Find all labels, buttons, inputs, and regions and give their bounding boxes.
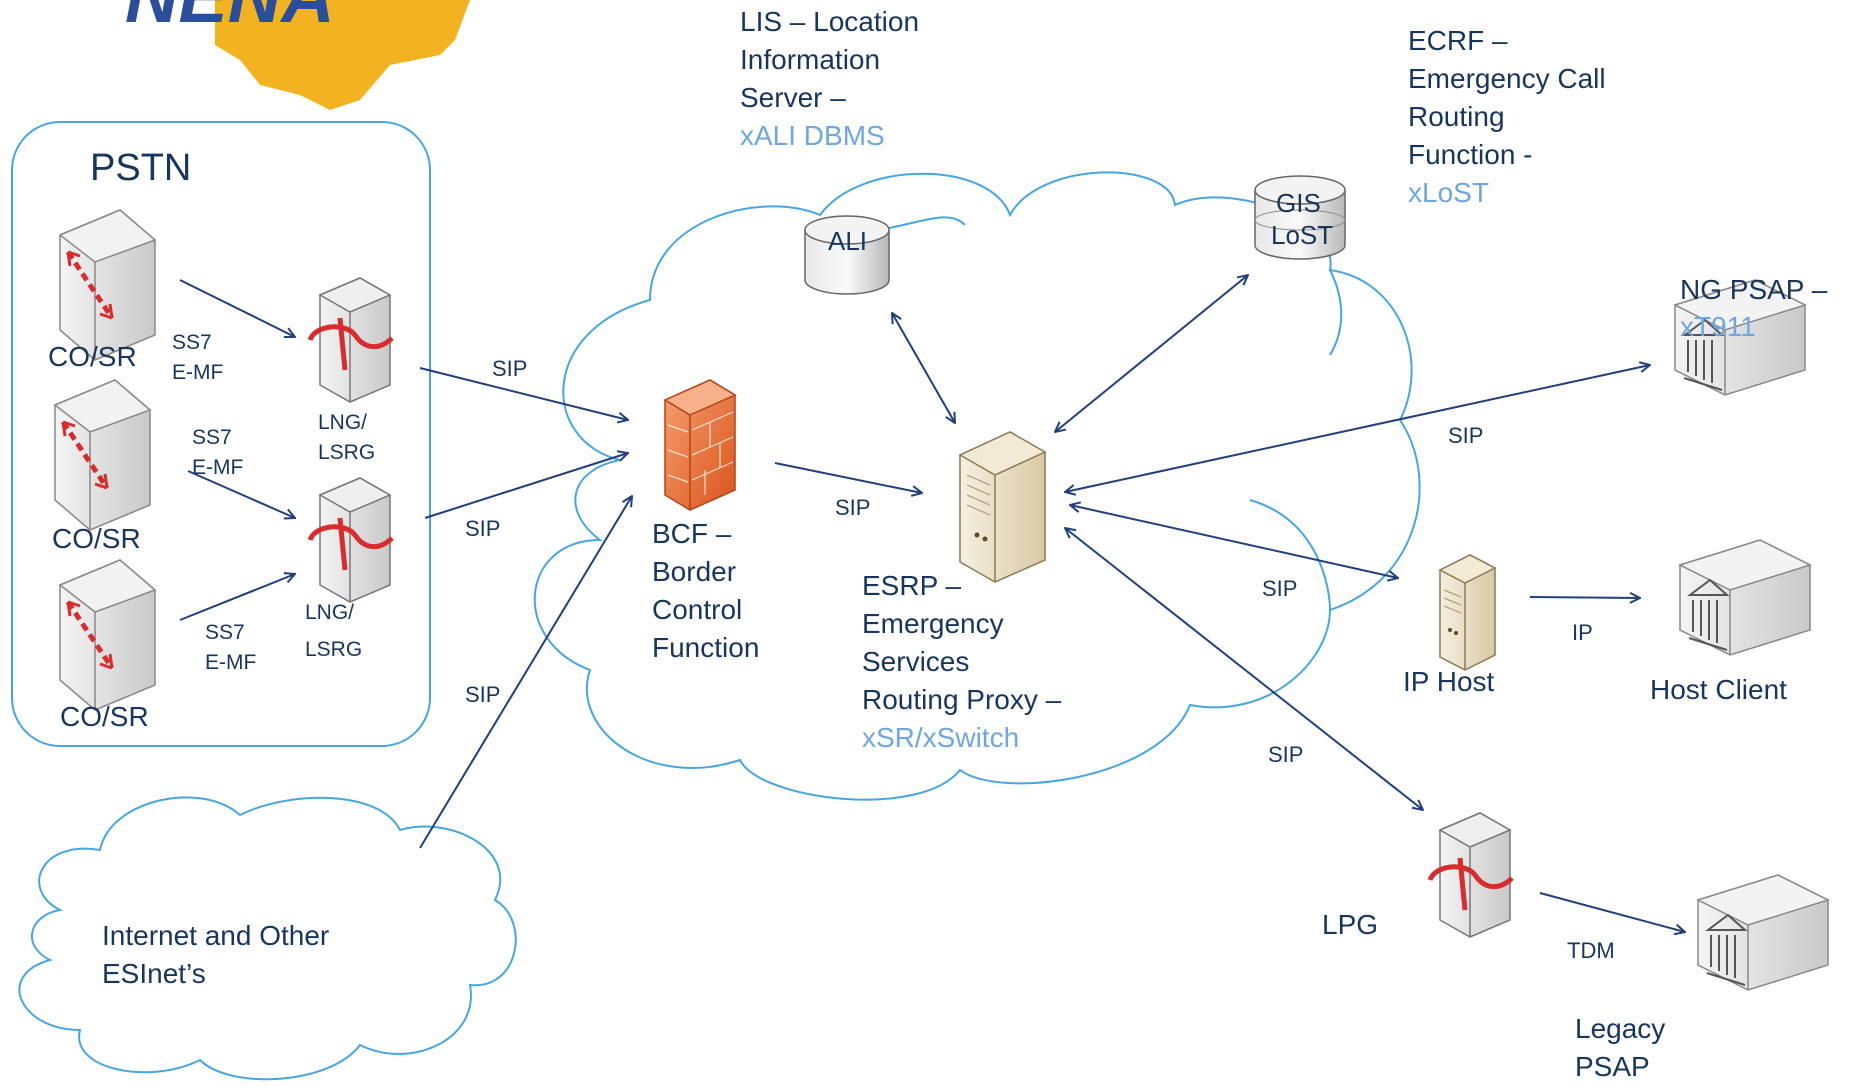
tdm-label: TDM: [1567, 938, 1615, 963]
lng-label-2b: LSRG: [305, 638, 363, 661]
signaling-label-3a: SS7: [205, 621, 245, 644]
esrp-line-5: xSR/xSwitch: [862, 722, 1020, 753]
co-sr-switch-icon: [58, 559, 157, 711]
sip-label-lpg: SIP: [1268, 742, 1304, 767]
sip-label-ngpsap: SIP: [1448, 423, 1484, 448]
signaling-label-1a: SS7: [172, 331, 212, 354]
co-sr-switch-icon: [53, 379, 152, 531]
esrp-line-3: Services: [862, 646, 970, 677]
co-sr-label-2: CO/SR: [52, 523, 141, 554]
gis-db-label: GIS: [1276, 188, 1321, 218]
ecrf-line-4: Function -: [1408, 139, 1533, 170]
internet-cloud: [18, 796, 517, 1081]
ngpsap-line-2: xT911: [1680, 311, 1756, 342]
signaling-label-1b: E-MF: [172, 361, 224, 384]
bcf-line-2: Border: [652, 556, 737, 587]
arrow-lpg-legacy: [1539, 892, 1685, 932]
ecrf-line-1: ECRF –: [1408, 25, 1508, 56]
bcf-label: BCF – Border Control Function: [652, 515, 759, 667]
co-sr-switch-icon: [58, 209, 157, 361]
iphost-label: IP Host: [1403, 666, 1495, 697]
sip-label-internet: SIP: [465, 682, 501, 707]
esrp-server-icon: [958, 431, 1047, 583]
ip-label: IP: [1572, 620, 1593, 645]
lis-line-3: Server –: [740, 82, 846, 113]
arrow-bcf-esrp: [774, 462, 922, 493]
esrp-line-1: ESRP –: [862, 570, 962, 601]
arrow-ali-esrp: [892, 313, 955, 423]
sip-label-lng1: SIP: [492, 356, 528, 381]
lpg-gateway-icon: [1427, 812, 1514, 938]
internet-line-2: ESInet’s: [102, 958, 206, 989]
ecrf-label: ECRF – Emergency Call Routing Function -…: [1408, 22, 1606, 212]
arrow-lng2-bcf: [424, 453, 628, 519]
signaling-label-2a: SS7: [192, 426, 232, 449]
ng-psap-building-icon: [1673, 279, 1807, 396]
ali-db-label: ALI: [828, 226, 868, 256]
arrow-lng1-bcf: [419, 367, 628, 420]
gis-lost-database-icon: [1254, 175, 1346, 260]
legacy-line-1: Legacy: [1575, 1013, 1666, 1044]
lng-label-1b: LSRG: [318, 441, 376, 464]
internet-label: Internet and Other ESInet’s: [102, 917, 329, 993]
bcf-line-3: Control: [652, 594, 743, 625]
lis-line-4: xALI DBMS: [740, 120, 885, 151]
arrow-co1-lng1: [179, 279, 295, 337]
esrp-line-2: Emergency: [862, 608, 1004, 639]
lis-line-1: LIS – Location: [740, 6, 920, 37]
lng-label-2a: LNG/: [305, 601, 355, 624]
co-sr-label-3: CO/SR: [60, 701, 149, 732]
lpg-label: LPG: [1322, 909, 1379, 940]
lng-gateway-icon: [307, 277, 394, 403]
host-client-building-icon: [1678, 539, 1812, 656]
nena-logo-text: NENA: [125, 0, 335, 38]
hostclient-label: Host Client: [1650, 674, 1787, 705]
esrp-label: ESRP – Emergency Services Routing Proxy …: [862, 567, 1061, 757]
lis-line-2: Information: [740, 44, 881, 75]
signaling-label-3b: E-MF: [205, 651, 257, 674]
legacy-psap-building-icon: [1696, 874, 1830, 991]
ali-database-icon: [804, 215, 890, 295]
arrow-internet-bcf: [419, 496, 632, 849]
legacy-line-2: PSAP: [1575, 1051, 1650, 1082]
esrp-line-4: Routing Proxy –: [862, 684, 1062, 715]
arrow-co2-lng2: [187, 470, 295, 518]
lng-label-1a: LNG/: [318, 411, 368, 434]
sip-label-iphost: SIP: [1262, 576, 1298, 601]
lng-gateway-icon: [307, 477, 394, 603]
arrow-esrp-iphost: [1070, 505, 1398, 578]
ecrf-line-3: Routing: [1408, 101, 1505, 132]
internet-line-1: Internet and Other: [102, 920, 330, 951]
lost-db-label: LoST: [1271, 220, 1334, 250]
sip-label-lng2: SIP: [465, 516, 501, 541]
firewall-icon: [663, 379, 737, 511]
ip-host-server-icon: [1438, 554, 1497, 671]
pstn-title: PSTN: [90, 147, 192, 189]
co-sr-label-1: CO/SR: [48, 341, 137, 372]
sip-label-bcf-esrp: SIP: [835, 495, 871, 520]
arrow-co3-lng2: [179, 574, 295, 621]
legacy-psap-label: Legacy PSAP: [1575, 1010, 1665, 1086]
pstn-box: [11, 121, 431, 747]
ngpsap-line-1: NG PSAP –: [1680, 274, 1828, 305]
bcf-line-1: BCF –: [652, 518, 732, 549]
ecrf-line-5: xLoST: [1408, 177, 1489, 208]
arrow-gis-esrp: [1055, 275, 1248, 432]
signaling-label-2b: E-MF: [192, 456, 244, 479]
arrow-iphost-hostclient: [1529, 597, 1640, 598]
ecrf-line-2: Emergency Call: [1408, 63, 1606, 94]
arrow-esrp-ngpsap: [1065, 365, 1650, 492]
bcf-line-4: Function: [652, 632, 760, 663]
arrow-esrp-lpg: [1065, 528, 1423, 810]
lis-label: LIS – Location Information Server – xALI…: [740, 3, 919, 155]
connection-arrows: [179, 275, 1685, 932]
nena-logo: NENA: [125, 0, 470, 110]
